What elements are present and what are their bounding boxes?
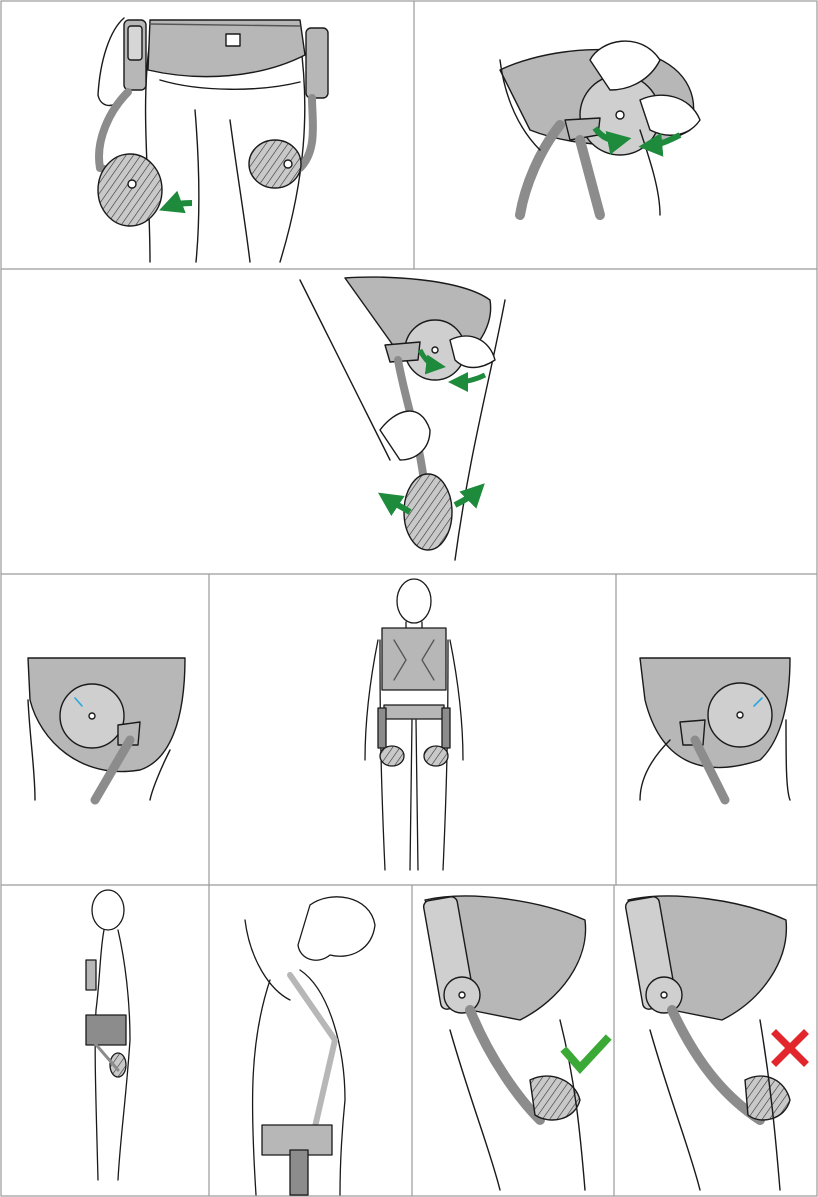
green-arrow-icon <box>455 490 478 505</box>
hip-scale-right-illustration <box>640 658 790 800</box>
correct-pad-position-illustration <box>423 896 586 1190</box>
looking-up-illustration <box>245 897 375 1195</box>
cross-icon <box>776 1034 804 1062</box>
green-arrow-icon <box>456 375 485 382</box>
attach-thigh-pads-illustration <box>98 18 328 262</box>
rotate-hip-joint-illustration <box>500 41 700 215</box>
green-arrow-icon <box>168 203 192 207</box>
hip-scale-left-illustration <box>28 658 185 800</box>
adjust-hip-joint-and-pad-illustration <box>300 277 505 560</box>
full-body-front-view-illustration <box>365 579 463 870</box>
incorrect-pad-position-illustration <box>625 896 790 1190</box>
checkmark-icon <box>566 1040 606 1068</box>
side-view-standing-illustration <box>86 890 130 1180</box>
